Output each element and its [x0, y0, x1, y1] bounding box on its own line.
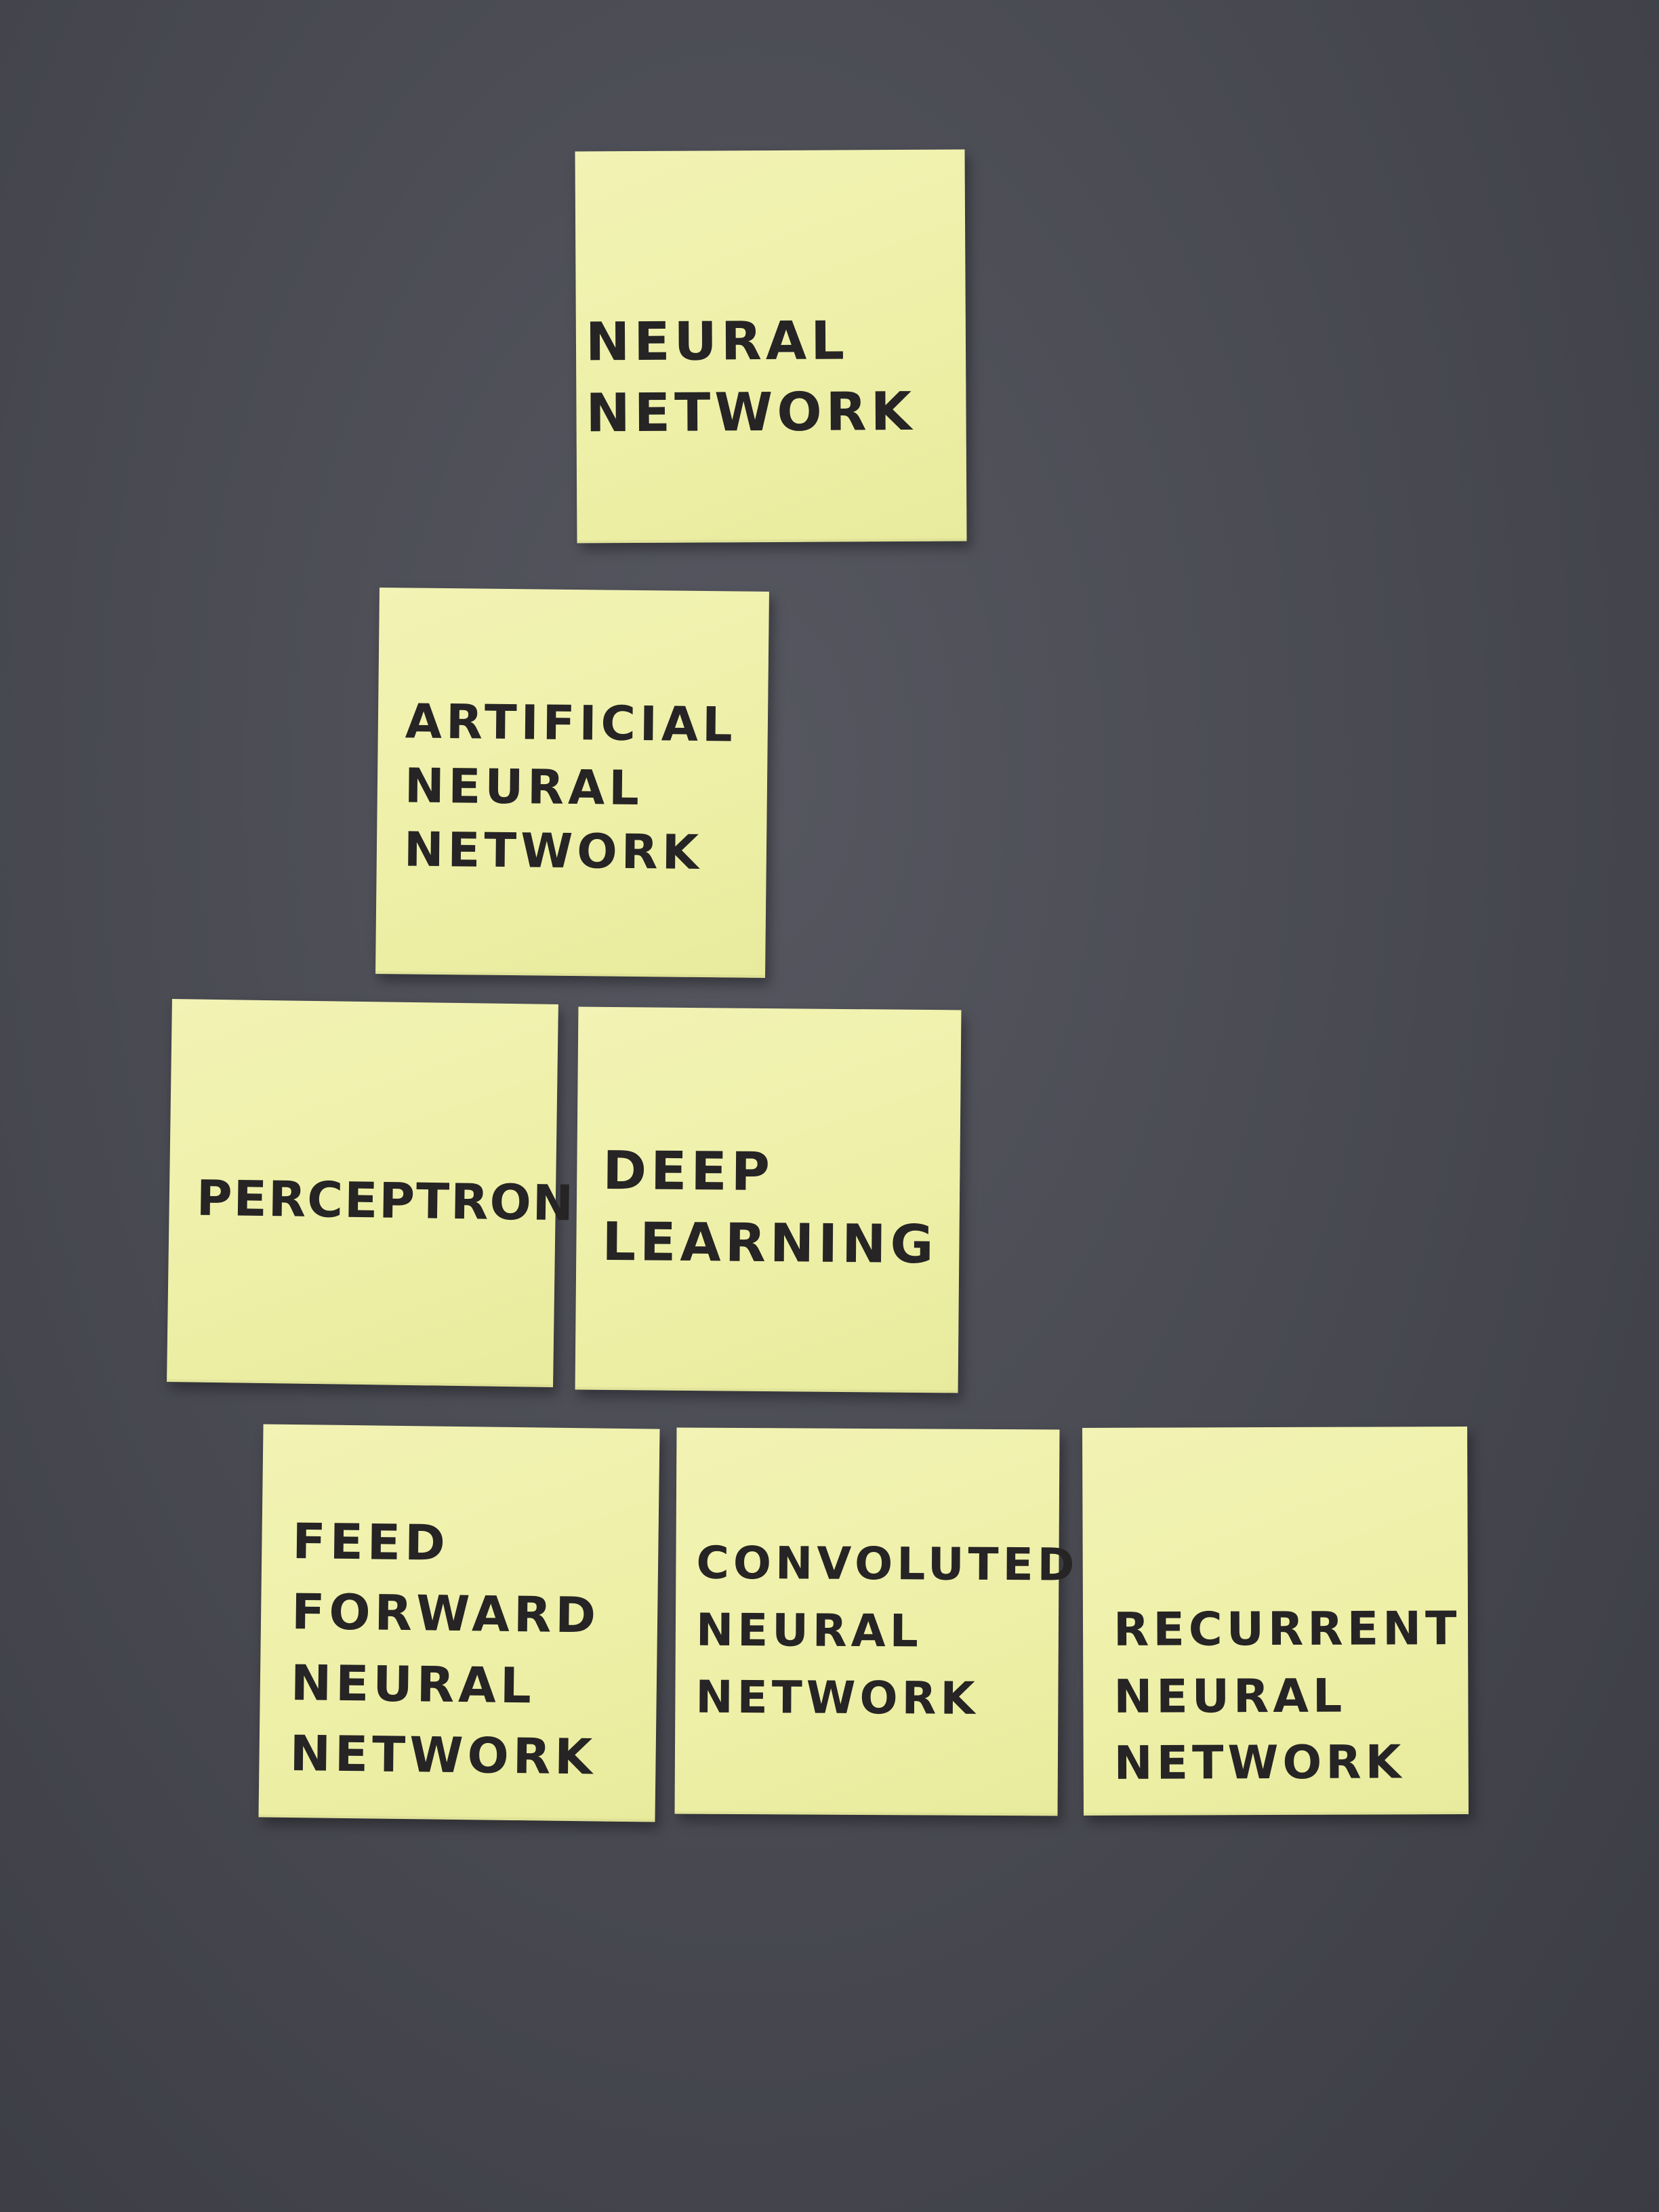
- note-text: NEURAL NETWORK: [586, 306, 916, 450]
- sticky-note-deep-learning: DEEP LEARNING: [575, 1006, 962, 1393]
- note-line: NEURAL: [585, 310, 849, 373]
- note-line: NEURAL: [1113, 1669, 1347, 1724]
- note-text: DEEP LEARNING: [602, 1136, 939, 1282]
- note-text: PERCEPTRON: [196, 1166, 575, 1237]
- note-line: DEEP: [602, 1140, 775, 1204]
- note-line: ARTIFICIAL: [405, 693, 737, 753]
- note-line: RECURRENT: [1113, 1602, 1461, 1657]
- sticky-note-perceptron: PERCEPTRON: [167, 999, 575, 1387]
- sticky-note-neural-network: NEURAL NETWORK: [575, 149, 967, 544]
- note-line: PERCEPTRON: [196, 1169, 575, 1232]
- note-text: RECURRENT NEURAL NETWORK: [1113, 1596, 1461, 1798]
- note-line: LEARNING: [602, 1212, 938, 1276]
- note-line: NETWORK: [586, 382, 916, 445]
- note-text: CONVOLUTED NEURAL NETWORK: [695, 1530, 1079, 1733]
- note-text: ARTIFICIAL NEURAL NETWORK: [403, 689, 737, 885]
- note-line: FORWARD: [291, 1583, 600, 1644]
- note-text: FEED FORWARD NEURAL NETWORK: [289, 1506, 601, 1793]
- note-line: NETWORK: [1113, 1736, 1406, 1791]
- note-line: NEURAL: [695, 1603, 923, 1658]
- note-line: FEED: [291, 1512, 450, 1572]
- sticky-note-artificial-neural-network: ARTIFICIAL NEURAL NETWORK: [375, 588, 769, 978]
- note-line: NETWORK: [403, 821, 703, 881]
- note-line: NEURAL: [404, 757, 644, 816]
- sticky-note-convoluted-neural-network: CONVOLUTED NEURAL NETWORK: [674, 1427, 1079, 1816]
- note-line: NEURAL: [290, 1654, 536, 1715]
- sticky-note-feed-forward-neural-network: FEED FORWARD NEURAL NETWORK: [258, 1424, 660, 1822]
- note-line: CONVOLUTED: [696, 1536, 1079, 1591]
- note-line: NETWORK: [289, 1725, 597, 1786]
- note-line: NETWORK: [695, 1671, 979, 1725]
- sticky-note-recurrent-neural-network: RECURRENT NEURAL NETWORK: [1082, 1427, 1469, 1816]
